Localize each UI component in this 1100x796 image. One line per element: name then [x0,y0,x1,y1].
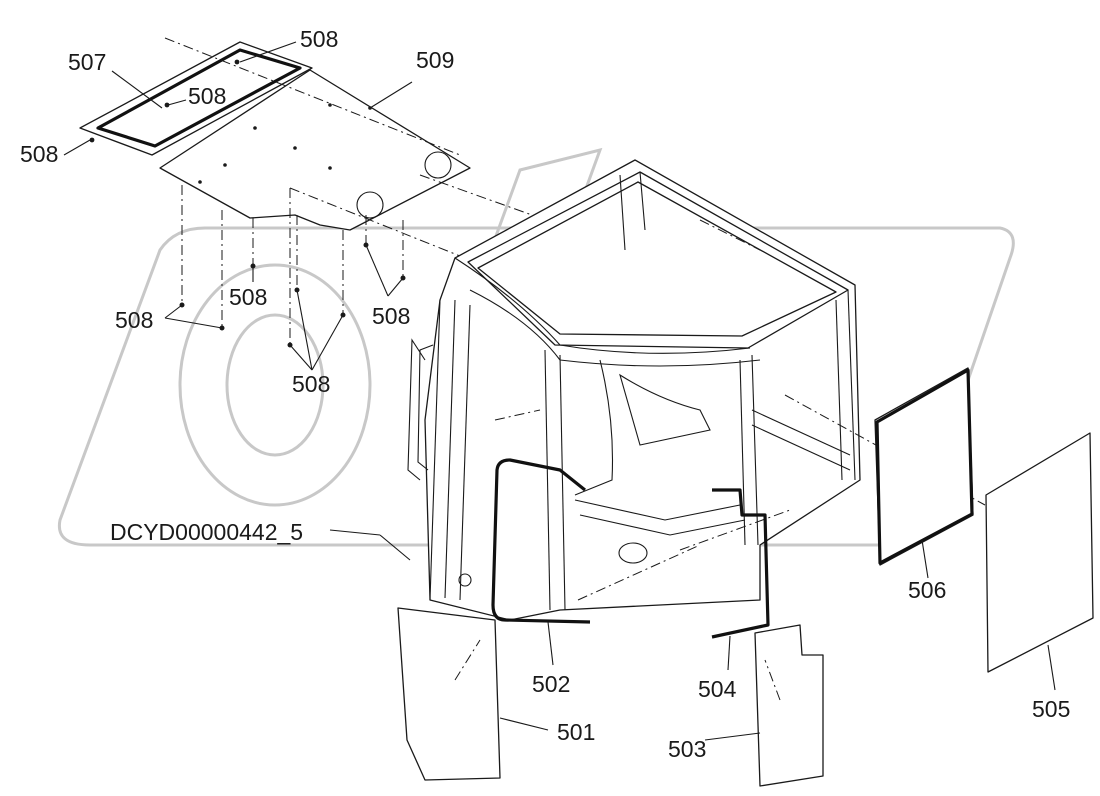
callout-501: 501 [557,719,595,745]
callout-508-bottom: 508 [292,371,330,397]
glass-505 [985,432,1094,673]
cab-frame [407,159,986,621]
callout-506: 506 [908,577,946,603]
seal-506 [874,367,974,566]
callout-505: 505 [1032,696,1070,722]
callout-509: 509 [416,47,454,73]
leader-lines [63,41,1056,741]
drawing-code: DCYD00000442_5 [110,519,303,545]
callout-502: 502 [532,671,570,697]
seal-504 [711,488,770,639]
seal-502 [491,458,591,624]
glass-503 [754,624,824,787]
callout-504: 504 [698,676,737,702]
callout-508-right: 508 [372,303,410,329]
callout-508-mid: 508 [229,284,267,310]
callout-508-left: 508 [20,141,58,167]
callout-508-top: 508 [300,26,338,52]
callout-503: 503 [668,736,706,762]
callout-508-lower-left: 508 [115,307,153,333]
callout-508-roof-center: 508 [188,83,226,109]
callout-507: 507 [68,49,106,75]
callout-labels: 507 508 508 508 509 508 508 508 508 DCYD… [20,26,1070,762]
roof-glass-507 [79,41,313,156]
glass-501 [397,607,501,781]
